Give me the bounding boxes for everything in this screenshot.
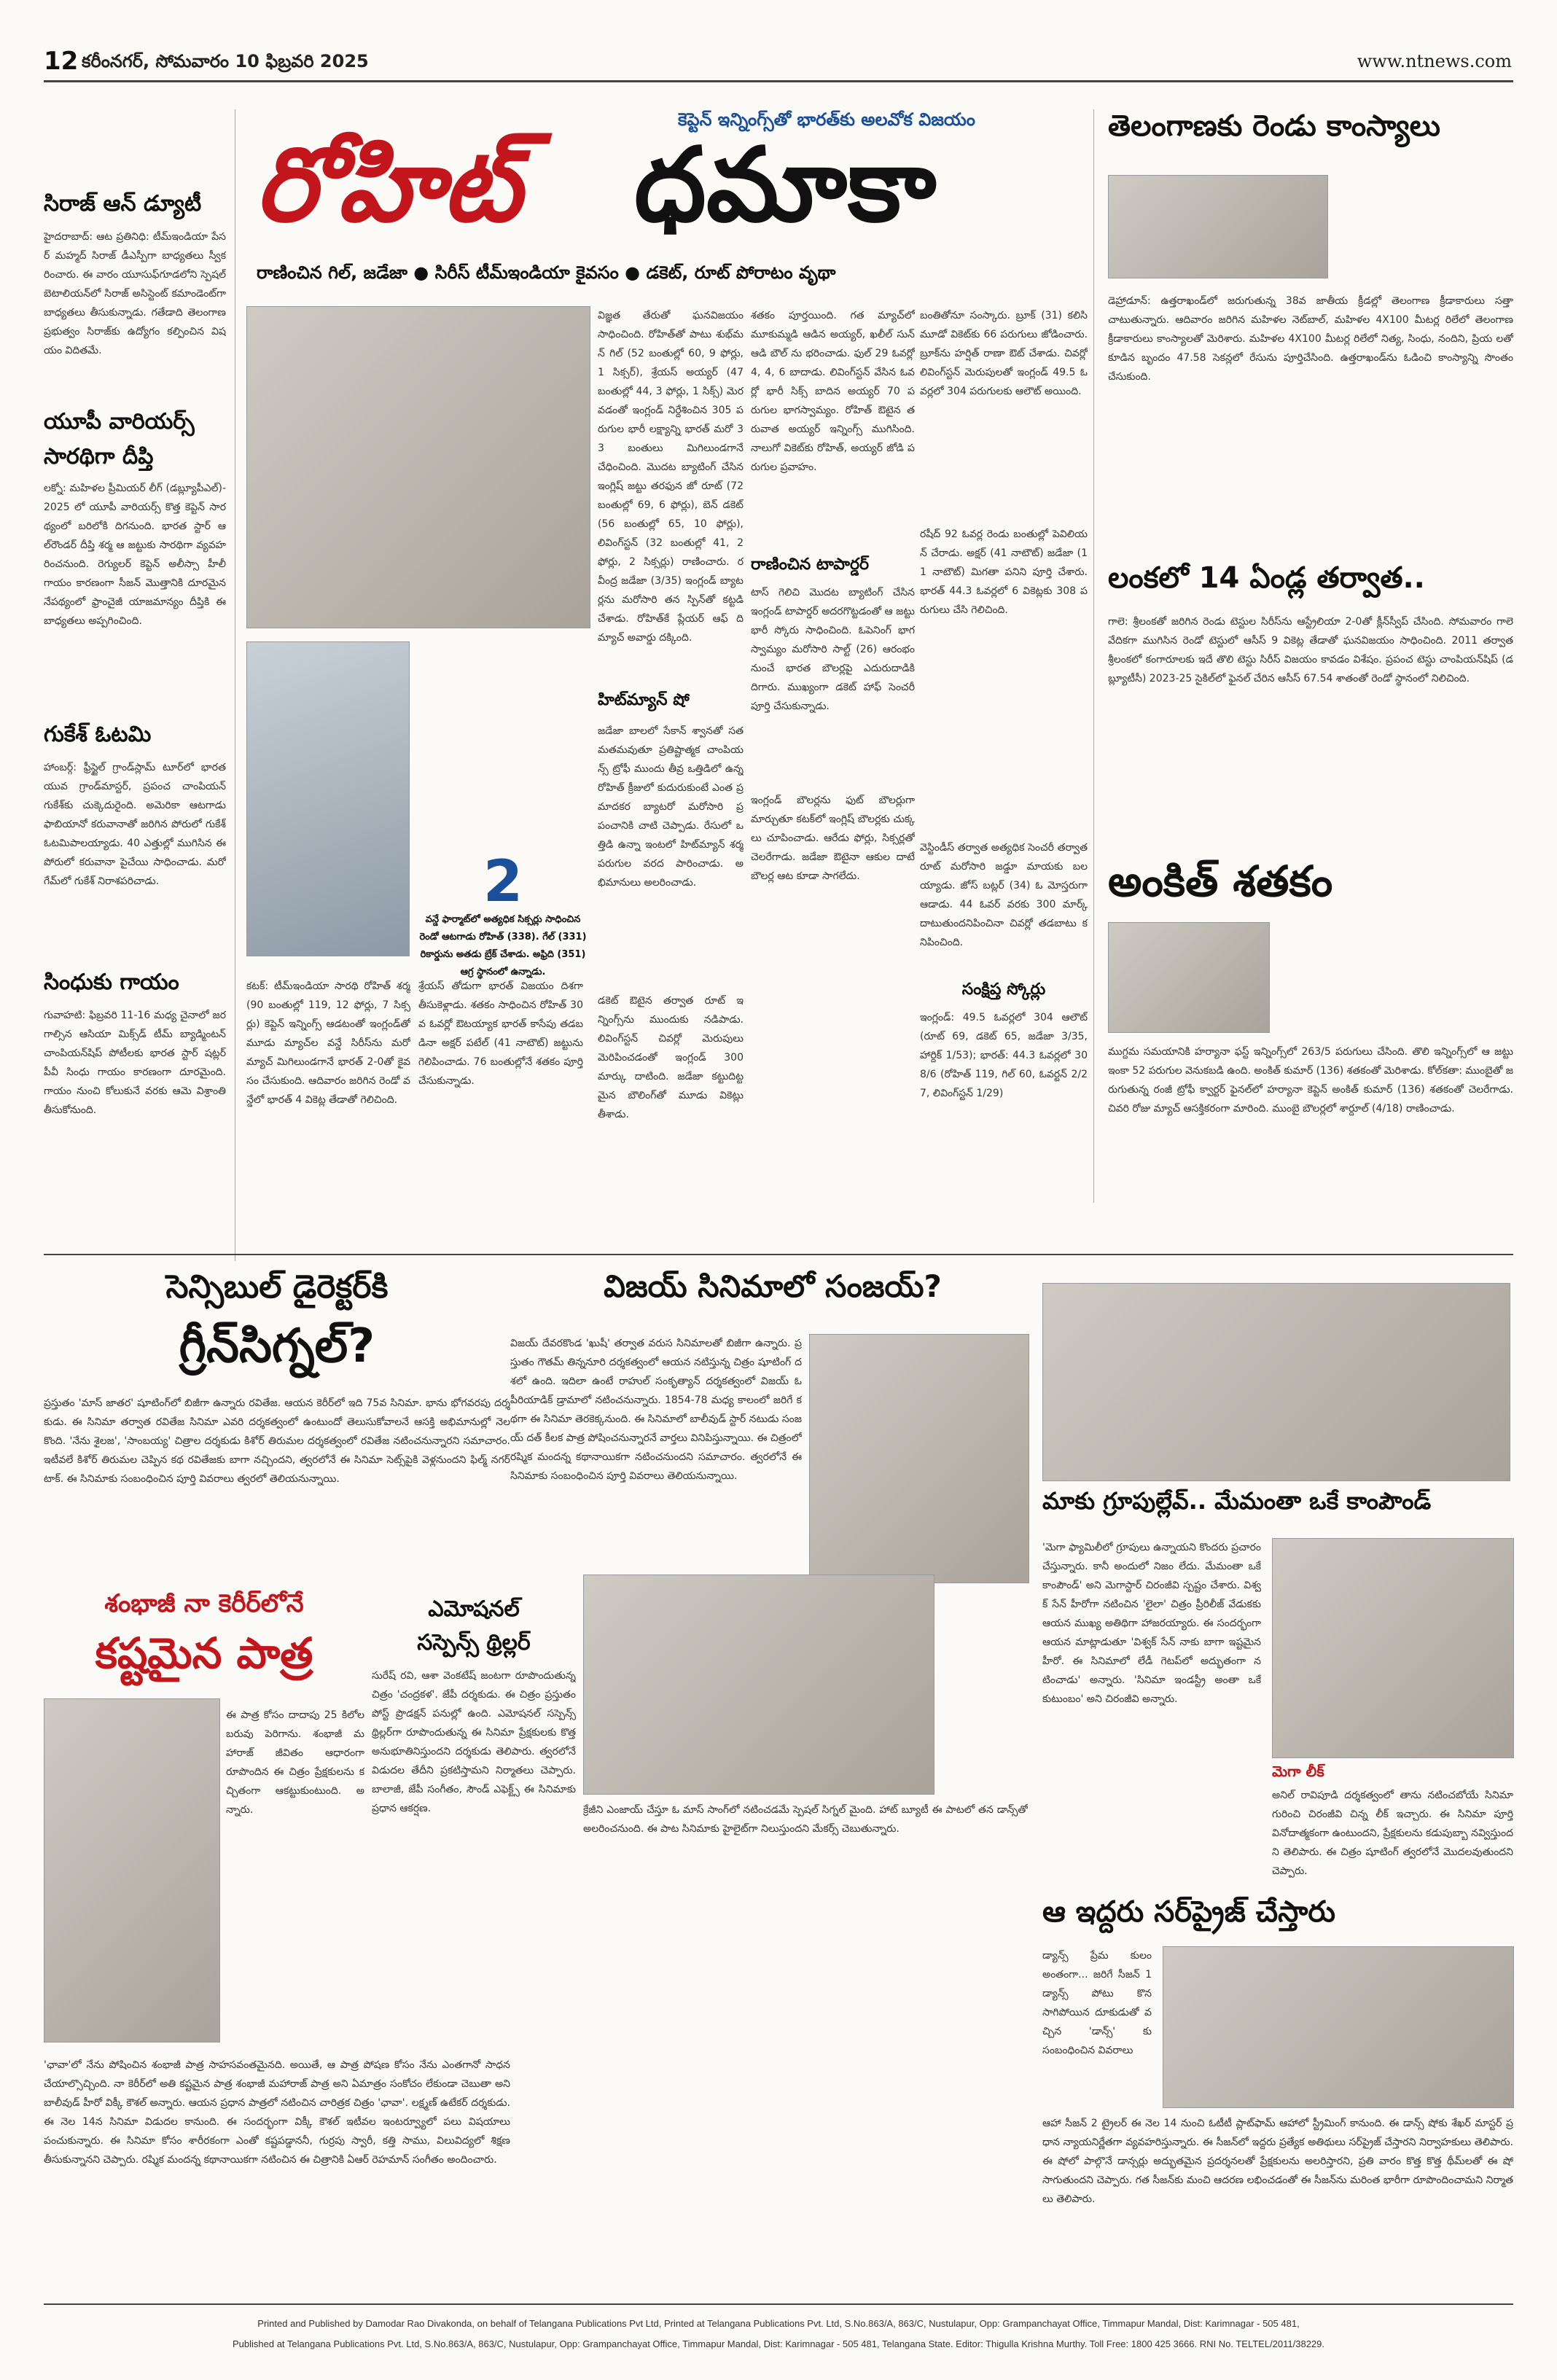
lead-right-divider — [1093, 109, 1094, 1203]
athletes-photo — [1108, 175, 1328, 278]
feature-vijay: విజయ్ సినిమాలో సంజయ్? విజయ్ దేవరకొండ 'ఖు… — [510, 1268, 1035, 1482]
scorebox-title: సంక్షిప్త స్కోర్లు — [961, 980, 1046, 999]
lead-subhead: రాణించిన టాపార్డర్ — [751, 555, 870, 574]
brief-body: డెహ్రాడూన్: ఉత్తరాఖండ్‌లో జరుగుతున్న 38వ… — [1108, 295, 1513, 383]
lead-body: టాస్ గెలిచి మొదట బ్యాటింగ్ చేసిన ఇంగ్లండ… — [751, 587, 915, 712]
lead-body: శతకం పూర్తయింది. గత మ్యాచ్‌లో మూకుమ్మడి … — [751, 310, 915, 473]
brief-body: లక్నో: మహిళల ప్రీమియర్ లీగ్ (డబ్ల్యూపీఎల… — [44, 483, 226, 627]
imprint-line-2: Published at Telangana Publications Pvt.… — [232, 2338, 1325, 2349]
feature-body: విజయ్ దేవరకొండ 'ఖుషీ' తర్వాత వరుస సినిమా… — [510, 1338, 802, 1482]
lead-body: జడేజా బాలలో సేకాన్ శ్వానతో సతమతమవుతూ ప్ర… — [598, 725, 744, 889]
brief-up-warriors: యూపీ వారియర్స్ సారథిగా దీప్తి లక్నో: మహి… — [44, 405, 226, 698]
feature-body: ఈ పాత్ర కోసం దాదాపు 25 కిలోల బరువు పెరిగ… — [226, 1709, 364, 1816]
feature-body: క్రేజీని ఎంజాయ్ చేస్తూ ఓ మాస్ సాంగ్‌లో న… — [583, 1804, 1028, 1835]
section-rule — [44, 1254, 1513, 1255]
stat-number: 2 — [483, 849, 523, 915]
lead-kicker: కెప్టెన్ ఇన్నింగ్స్‌తో భారత్‌కు అలవోక వి… — [678, 109, 975, 130]
dance-photo — [1163, 1946, 1514, 2108]
stat-box: 2 వన్డే ఫార్మాట్‌లో అత్యధిక సిక్సర్లు సా… — [415, 853, 590, 1002]
brief-australia: లంకలో 14 ఏండ్ల తర్వాత.. గాలె: శ్రీలంకతో … — [1108, 561, 1513, 831]
page-number: 12 — [44, 47, 79, 76]
stat-caption: వన్డే ఫార్మాట్‌లో అత్యధిక సిక్సర్లు సాధి… — [419, 914, 587, 978]
lead-deck: రాణించిన గిల్, జడేజా ● సిరీస్ టీమ్‌ఇండియ… — [257, 262, 836, 283]
brief-sindhu: సింధుకు గాయం గువాహటి: ఫిబ్రవరి 11-16 మధ్… — [44, 969, 226, 1217]
website: www.ntnews.com — [1357, 51, 1512, 71]
feature-subhead: మెగా లీక్ — [1272, 1763, 1324, 1780]
feature-body: 'మెగా ఫ్యామిలీలో గ్రూపులు ఉన్నాయని కొందర… — [1042, 1542, 1261, 1705]
brief-title: యూపీ వారియర్స్ సారథిగా దీప్తి — [44, 409, 195, 469]
header-rule — [44, 80, 1513, 82]
brief-title: అంకిత్ శతకం — [1108, 857, 1333, 906]
lead-body: రషీద్ 92 ఓవర్ల రెండు బంతుల్లో పెవిలియన్ … — [920, 528, 1088, 616]
scorebox: సంక్షిప్త స్కోర్లు ఇంగ్లండ్: 49.5 ఓవర్లల… — [920, 980, 1088, 1154]
feature-headline: విజయ్ సినిమాలో సంజయ్? — [604, 1268, 942, 1304]
brief-body: ముగ్దమ సమయానికి హర్యానా ఫస్ట్ ఇన్నింగ్స్… — [1108, 1046, 1513, 1115]
dateline: కరీంనగర్, సోమవారం 10 ఫిబ్రవరి 2025 — [82, 51, 369, 71]
brief-body: గువాహటి: ఫిబ్రవరి 11-16 మధ్య చైనాలో జరగా… — [44, 1010, 226, 1116]
scorebox-body: ఇంగ్లండ్: 49.5 ఓవర్లలో 304 ఆలౌట్ (రూట్ 6… — [920, 1012, 1088, 1099]
feature-dance: ఆ ఇద్దరు సర్‌ప్రైజ్ చేస్తారు డ్యాన్స్ ప్… — [1042, 1895, 1514, 2205]
cricket-photo — [246, 641, 410, 956]
lead-body: డకెట్ ఔటైన తర్వాత రూట్ ఇన్నింగ్స్‌ను ముం… — [598, 995, 744, 1120]
chiranjeevi-photo — [1272, 1538, 1514, 1758]
feature-headline: కష్టమైన పాత్ర — [95, 1628, 313, 1678]
feature-headline: ఆ ఇద్దరు సర్‌ప్రైజ్ చేస్తారు — [1042, 1895, 1335, 1929]
feature-kicker: ఎమోషనల్ — [428, 1596, 520, 1622]
brief-body: హైదరాబాద్: ఆట ప్రతినిధి: టీమ్‌ఇండియా పేస… — [44, 231, 226, 356]
brief-telangana: తెలంగాణకు రెండు కాంస్యాలు డెహ్రాడూన్: ఉత… — [1108, 109, 1513, 383]
feature-body: ఆహా సీజన్ 2 ట్రైలర్‌ ఈ నెల 14 నుంచి ఓటీట… — [1042, 2118, 1513, 2205]
feature-headline: మాకు గ్రూపుల్లేవ్.. మేమంతా ఒకే కాంపౌండ్ — [1042, 1487, 1432, 1515]
raviteja-photo — [1042, 1283, 1510, 1481]
lead-headline-black: ధమాకా — [634, 126, 937, 245]
feature-ravi-teja: సెన్సిబుల్ డైరెక్టర్‌కి గ్రీన్‌సిగ్నల్? … — [44, 1268, 510, 1627]
feature-headline: గ్రీన్‌సిగ్నల్? — [179, 1319, 375, 1373]
lead-body: బంతితోనూ సంస్కారు. బ్రూక్ (31) కలిసి మూడ… — [920, 310, 1088, 397]
brief-body: హాంబర్గ్: ఫ్రీస్టైల్ గ్రాండ్‌స్లామ్ టూర్… — [44, 762, 226, 887]
feature-chiranjeevi: మాకు గ్రూపుల్లేవ్.. మేమంతా ఒకే కాంపౌండ్ … — [1042, 1487, 1514, 1877]
lead-subhead: హిట్‌మ్యాన్ షో — [598, 691, 690, 709]
lead-body: వెస్టిండీస్ తర్వాత అత్యధిక సెంచరీ తర్వాత… — [920, 842, 1088, 948]
feature-body: అనిల్ రావిపూడి దర్శకత్వంలో తాను నటించబోయ… — [1272, 1790, 1513, 1877]
feature-kicker: శంభాజీ నా కెరీర్‌లోనే — [104, 1589, 304, 1618]
feature-body: ప్రస్తుతం 'మాస్ జాతర' షూటింగ్‌లో బిజీగా … — [44, 1397, 510, 1485]
footer-rule — [44, 2303, 1513, 2305]
brief-title: గుకేశ్ ఓటమి — [44, 722, 152, 747]
brief-gukesh: గుకేశ్ ఓటమి హాంబర్గ్: ఫ్రీస్టైల్ గ్రాండ్… — [44, 722, 226, 955]
imprint-line-1: Printed and Published by Damodar Rao Div… — [257, 2318, 1300, 2329]
brief-title: సింధుకు గాయం — [44, 969, 179, 995]
brief-title: లంకలో 14 ఏండ్ల తర్వాత.. — [1108, 561, 1425, 595]
feature-caption: డ్యాన్స్ ప్రేమ కులం అంతంగా... జరిగే సీజన… — [1042, 1950, 1152, 2056]
feature-body: 'ఛావా'లో నేను పోషించిన శంభాజీ పాత్ర సాహస… — [44, 2059, 510, 2166]
lead-body: శ్రేయస్ తోడుగా భారత్ విజయం దిశగా తీసుకెళ… — [418, 980, 583, 1087]
lead-body: కటక్: టీమ్‌ఇండియా సారథి రోహిత్ శర్మ (90 … — [246, 980, 410, 1106]
brief-siraj: సిరాజ్ ఆన్ డ్యూటీ హైదరాబాద్: ఆట ప్రతినిధ… — [44, 191, 226, 395]
brief-body: గాలె: శ్రీలంకతో జరిగిన రెండు టెస్టుల సిర… — [1108, 616, 1513, 684]
feature-chandrakala: ఎమోషనల్ సస్పెన్స్ థ్రిల్లర్ సురేష్ రవి, … — [372, 1596, 576, 2016]
feature-headline: సస్పెన్స్ థ్రిల్లర్ — [417, 1630, 531, 1655]
ankit-photo — [1108, 922, 1270, 1033]
vicky-photo — [44, 1698, 220, 2042]
feature-body: సురేష్ రవి, ఆశా వెంకటేష్ జంటగా రూపొందుతు… — [372, 1670, 576, 1814]
brief-ankit: అంకిత్ శతకం ముగ్దమ సమయానికి హర్యానా ఫస్ట… — [1108, 857, 1513, 1115]
lead-headline-red: రోహిట్ — [255, 126, 522, 245]
brief-title: తెలంగాణకు రెండు కాంస్యాలు — [1108, 109, 1440, 143]
feature-kicker: సెన్సిబుల్ డైరెక్టర్‌కి — [165, 1268, 389, 1306]
lead-body: ఇంగ్లండ్ బౌలర్లను ఫుట్‌ బౌలర్లుగా మార్చు… — [751, 795, 915, 882]
brief-title: సిరాజ్ ఆన్ డ్యూటీ — [44, 191, 202, 216]
chandrakala-photo — [583, 1575, 934, 1795]
feature-vicky: శంభాజీ నా కెరీర్‌లోనే కష్టమైన పాత్ర — [44, 1589, 364, 1682]
vijay-photo — [809, 1334, 1029, 1583]
rohit-photo — [246, 306, 590, 628]
lead-body: విజ్ఞత తేరుతో ఘనవిజయం సాధించింది. రోహిత్… — [598, 310, 744, 644]
